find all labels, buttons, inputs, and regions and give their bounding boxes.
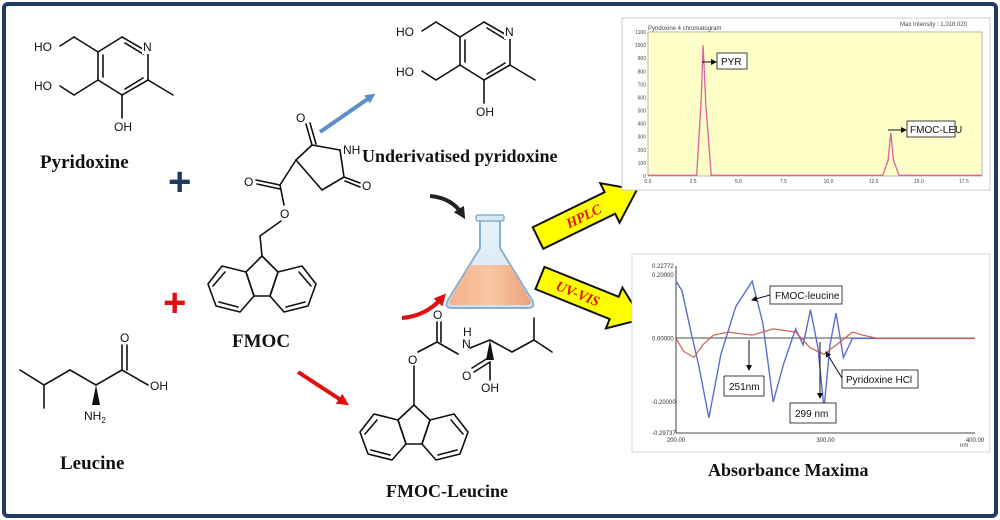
hplc-y-tick: 700 <box>638 82 647 88</box>
hplc-y-tick: 100 <box>638 161 647 167</box>
hplc-chromatogram-panel: Pyridoxine 4 chromatogram Max Intensity … <box>621 17 991 191</box>
uv-x-tick: 400.00 <box>966 438 985 444</box>
uv-y-tick: 0.00000 <box>652 336 674 342</box>
fmoc-leucine-o-atom-2: O <box>462 369 471 383</box>
pyridoxine-n-atom: N <box>143 40 152 54</box>
underivatised-ho-atom-1: HO <box>396 25 414 39</box>
hplc-x-tick: 15.0 <box>914 179 924 185</box>
uv-y-tick: -0.29737 <box>652 431 676 437</box>
uv-label-251nm: 251nm <box>729 382 760 393</box>
fmoc-o-atom-1: O <box>296 111 305 125</box>
fmoc-leucine-oh-atom: OH <box>481 381 499 395</box>
uv-label-pyridoxine-hcl: Pyridoxine HCl <box>846 375 912 386</box>
underivatised-oh-atom: OH <box>476 105 494 119</box>
hplc-y-tick: 500 <box>638 109 647 115</box>
red-curved-arrow <box>401 293 446 320</box>
uv-axis-ticks: 0.22772 0.20000 0.00000 -0.20000 -0.29737200… <box>652 264 985 444</box>
underivatised-n-atom: N <box>505 25 514 39</box>
uv-x-tick: 300.00 <box>816 438 835 444</box>
underivatised-pyridoxine-structure: N HO HO OH <box>396 21 536 119</box>
underivatised-pyridoxine-label: Underivatised pyridoxine <box>362 146 558 166</box>
hplc-header-right: Max Intensity : 1,018,020 <box>900 22 968 28</box>
fmoc-nh-atom: NH <box>343 143 360 157</box>
fmoc-o-atom-2: O <box>362 179 371 193</box>
uv-x-unit: nm <box>960 443 968 449</box>
hplc-x-tick: 5.0 <box>735 179 742 185</box>
fmoc-label: FMOC <box>232 331 290 352</box>
pyridoxine-label: Pyridoxine <box>40 152 129 173</box>
plus-sign-red: + <box>163 281 186 325</box>
uv-label-299nm: 299 nm <box>795 409 828 420</box>
hplc-y-tick: 1100 <box>635 30 646 36</box>
hplc-x-tick: 2.5 <box>690 179 697 185</box>
hplc-x-tick: 10.0 <box>824 179 834 185</box>
uv-annotation-pyridoxine-hcl: Pyridoxine HCl <box>825 351 919 389</box>
hplc-y-tick: 0 <box>643 174 646 180</box>
hplc-y-tick: 400 <box>638 122 647 128</box>
uv-y-tick: 0.20000 <box>652 273 674 279</box>
uv-annotation-fmoc-leucine: FMOC-leucine <box>751 285 843 305</box>
fmoc-leucine-structure: O H N O OH O <box>359 308 553 461</box>
hplc-x-tick: 0.0 <box>645 179 652 185</box>
leucine-label: Leucine <box>60 453 124 474</box>
fmoc-leucine-n-atom: N <box>462 337 471 351</box>
hplc-header-left: Pyridoxine 4 chromatogram <box>648 26 721 32</box>
flask-icon <box>445 214 535 309</box>
absorbance-maxima-title: Absorbance Maxima <box>708 460 869 480</box>
hplc-x-tick: 12.5 <box>869 179 879 185</box>
fmoc-leucine-o-atom-3: O <box>408 353 417 367</box>
uv-y-tick: -0.20000 <box>652 400 676 406</box>
uv-trace-fmoc-leucine <box>675 279 975 419</box>
hplc-y-tick: 1000 <box>635 43 646 49</box>
leucine-nh2-atom: NH2 <box>84 409 106 425</box>
fmoc-leucine-label: FMOC-Leucine <box>386 481 508 501</box>
hplc-peak-label-pyr: PYR <box>721 57 742 68</box>
leucine-structure: O OH NH2 <box>19 331 168 425</box>
hplc-y-tick: 800 <box>638 69 647 75</box>
hplc-trace <box>648 45 982 176</box>
hplc-fmocleu-annotation: FMOC-LEU <box>888 120 962 138</box>
red-arrow-fmoc-leucine <box>296 370 350 406</box>
pyridoxine-structure: N HO HO OH <box>34 36 174 134</box>
hplc-y-tick: 300 <box>638 135 647 141</box>
hplc-y-tick: 200 <box>638 148 647 154</box>
leucine-oh-atom: OH <box>150 379 168 393</box>
fmoc-leucine-h-atom: H <box>463 325 472 339</box>
hplc-peak-label-fmocleu: FMOC-LEU <box>910 125 962 136</box>
uv-annotation-251nm: 251nm <box>723 340 765 397</box>
hplc-pyr-annotation: PYR <box>702 52 748 70</box>
uv-y-tick: 0.22772 <box>652 264 674 270</box>
fmoc-leucine-o-atom-1: O <box>433 308 442 322</box>
hplc-x-tick: 7.5 <box>780 179 787 185</box>
hplc-y-tick: 600 <box>638 96 647 102</box>
black-curved-arrow <box>429 194 466 220</box>
blue-arrow <box>318 93 376 134</box>
pyridoxine-ho-atom-2: HO <box>34 79 52 93</box>
hplc-y-tick: 900 <box>638 56 647 62</box>
underivatised-ho-atom-2: HO <box>396 65 414 79</box>
leucine-o-atom: O <box>120 331 129 345</box>
fmoc-o-atom-4: O <box>280 207 289 221</box>
pyridoxine-ho-atom-1: HO <box>34 40 52 54</box>
uv-annotation-299nm: 299 nm <box>789 342 837 424</box>
uv-trace-pyridoxine-hcl <box>675 328 975 359</box>
uv-label-fmoc-leucine: FMOC-leucine <box>775 291 840 302</box>
fmoc-structure: O NH O O O <box>207 111 371 313</box>
plus-sign-blue: + <box>168 160 191 204</box>
uv-x-tick: 200.00 <box>667 438 686 444</box>
uvvis-spectrum-panel: 0.22772 0.20000 0.00000 -0.20000 -0.29737200… <box>631 253 991 453</box>
fmoc-o-atom-3: O <box>244 175 253 189</box>
hplc-x-tick: 17.5 <box>959 179 969 185</box>
pyridoxine-oh-atom: OH <box>114 120 132 134</box>
